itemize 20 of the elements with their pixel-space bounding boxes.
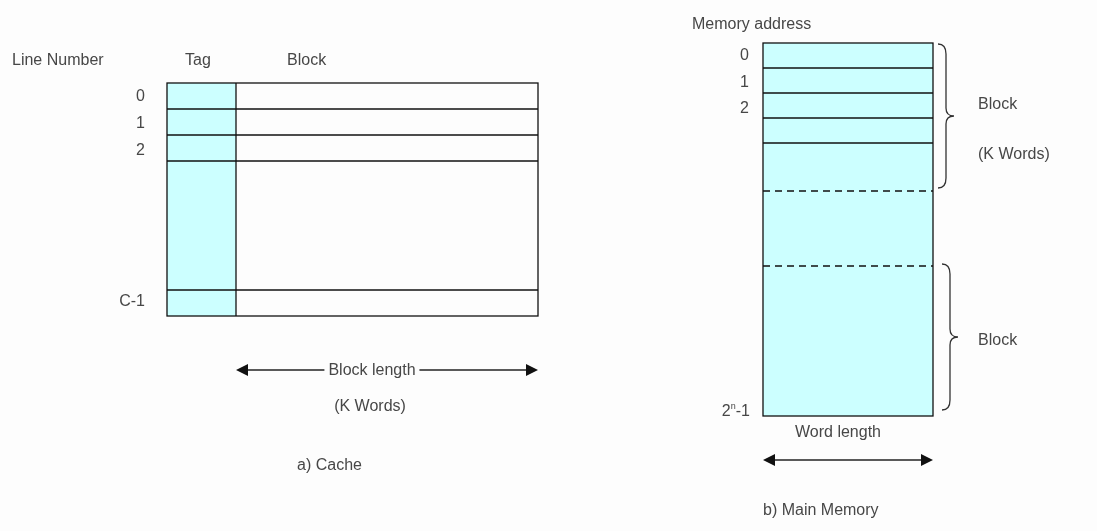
brace-label: Block <box>978 331 1018 349</box>
line-number: C-1 <box>119 292 145 310</box>
dimension-label: Word length <box>795 423 881 441</box>
line-number: 1 <box>136 114 145 132</box>
memory-address: 0 <box>740 46 749 64</box>
dimension-label: Block length <box>324 361 420 379</box>
memory-address: 1 <box>740 73 749 91</box>
panel-caption: a) Cache <box>297 456 362 474</box>
column-heading: Block <box>287 51 327 69</box>
column-heading: Line Number <box>12 51 104 69</box>
brace-label: Block <box>978 95 1018 113</box>
brace-label: (K Words) <box>978 145 1050 163</box>
memory-address: 2$^{n}$-1 <box>721 402 750 420</box>
column-heading: Memory address <box>692 15 812 33</box>
memory-address: 2 <box>740 99 749 117</box>
dimension-label: (K Words) <box>334 397 406 415</box>
line-number: 0 <box>136 87 145 105</box>
column-heading: Tag <box>185 51 211 69</box>
line-number: 2 <box>136 141 145 159</box>
panel-caption: b) Main Memory <box>763 501 879 519</box>
